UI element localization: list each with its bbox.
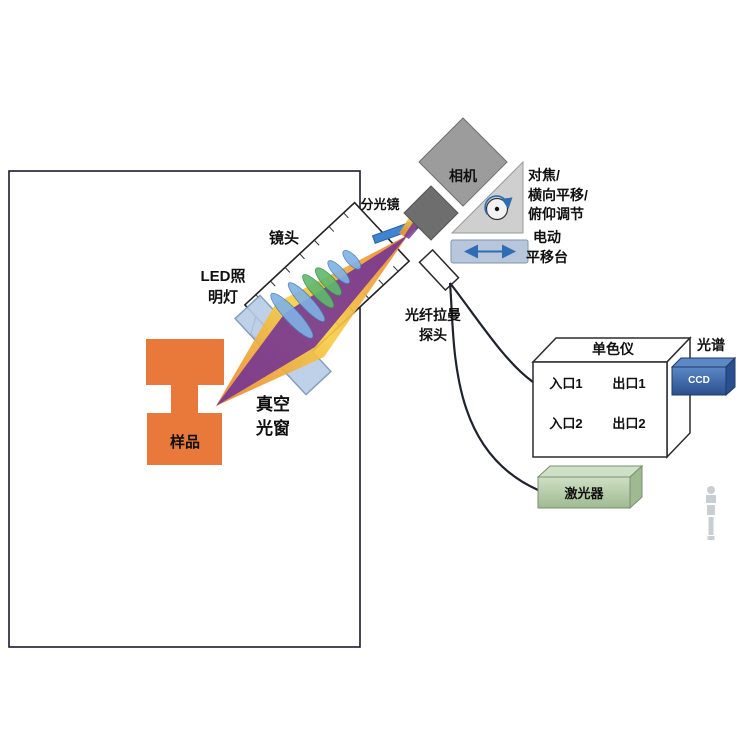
fiber-to-monochromator	[449, 282, 534, 383]
sample-label: 样品	[169, 434, 200, 451]
sample-shape	[146, 339, 224, 465]
spectrum-label: 光谱	[697, 337, 725, 353]
camera-label: 相机	[449, 168, 477, 184]
lens-elements	[270, 249, 362, 339]
ccd-label: CCD	[688, 375, 710, 386]
fiber-probe-label: 光纤拉曼 探头	[394, 306, 472, 345]
vacuum-window-label-line2: 光窗	[256, 418, 290, 438]
vacuum-window-label: 真空 光窗	[237, 393, 309, 441]
monochromator-label: 单色仪	[592, 341, 634, 357]
adjustment-label: 对焦/ 横向平移/ 俯仰调节	[528, 166, 620, 225]
watermark-icon	[706, 486, 716, 540]
lens-label: 镜头	[268, 230, 299, 247]
adjustment-label-line1: 对焦/	[528, 167, 560, 183]
raman-beam	[216, 235, 408, 406]
motor-stage-label: 电动 平移台	[514, 228, 580, 267]
motor-stage-label-line2: 平移台	[526, 248, 568, 265]
beam-splitter-label: 分光镜	[360, 197, 400, 212]
ccd-box	[670, 356, 737, 397]
exit2-label: 出口2	[612, 416, 646, 431]
camera-body-shape	[418, 117, 508, 207]
entrance2-label: 入口2	[549, 416, 583, 431]
led-label-line1: LED照	[200, 268, 246, 285]
led-label-line2: 明灯	[207, 289, 238, 306]
led-label: LED照 明灯	[183, 266, 263, 308]
motor-stage-label-line1: 电动	[533, 229, 561, 245]
adjustment-label-line3: 俯仰调节	[528, 206, 584, 223]
laser-box	[536, 464, 644, 510]
fiber-probe-label-line2: 探头	[419, 326, 447, 343]
vacuum-window-label-line1: 真空	[256, 395, 290, 414]
exit1-label: 出口1	[612, 376, 646, 391]
camera-lens-shape	[403, 185, 459, 241]
entrance1-label: 入口1	[549, 376, 583, 391]
fiber-to-laser	[448, 282, 539, 492]
adjustment-label-line2: 横向平移/	[528, 186, 588, 203]
laser-label: 激光器	[564, 486, 604, 501]
monochromator-box	[531, 336, 692, 459]
fiber-probe-label-line1: 光纤拉曼	[405, 307, 461, 323]
vacuum-chamber-outline	[8, 170, 361, 648]
rotation-dial-icon	[484, 195, 513, 221]
